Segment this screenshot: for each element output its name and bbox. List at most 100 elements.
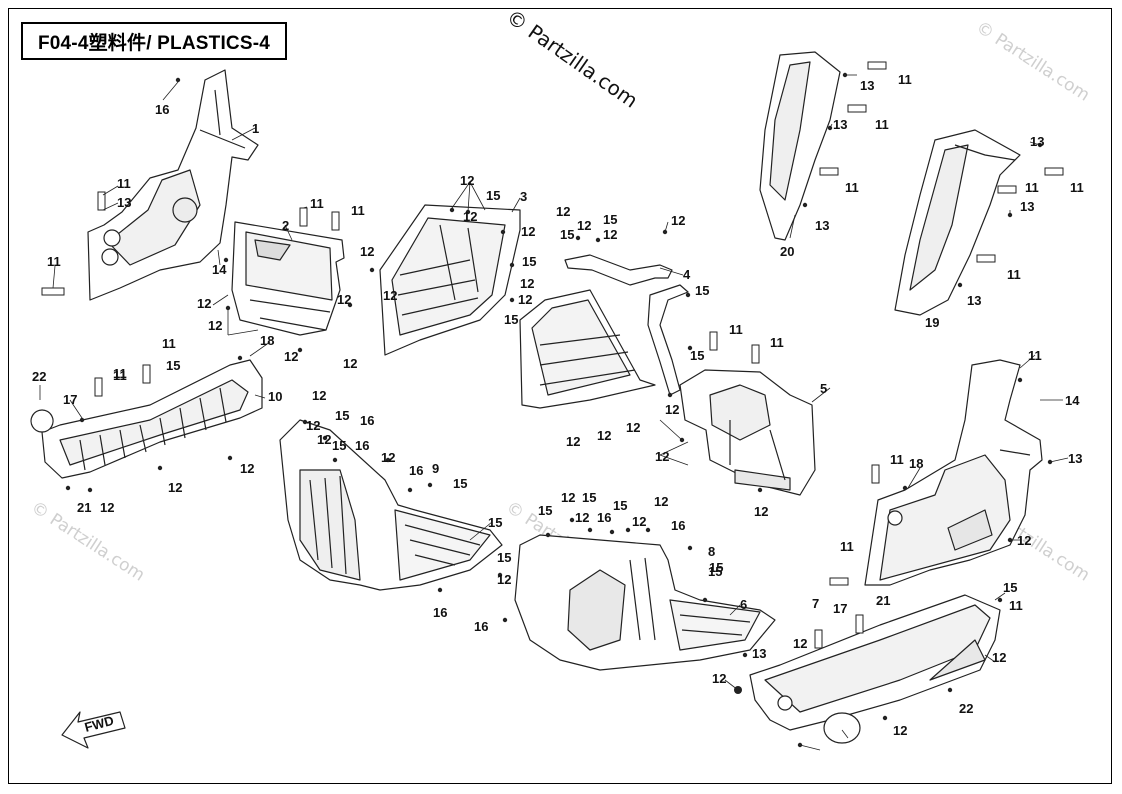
callout-number: 15: [613, 498, 627, 513]
callout-number: 12: [712, 671, 726, 686]
part-3-rear-center-panel: [379, 204, 521, 356]
callout-number: 12: [665, 402, 679, 417]
watermark-faded: © Partzilla.com: [972, 17, 1093, 105]
part-19-front-fender-right: [894, 129, 1021, 316]
callout-number: 6: [740, 597, 747, 612]
callout-number: 16: [433, 605, 447, 620]
callout-number: 9: [432, 461, 439, 476]
callout-number: 12: [893, 723, 907, 738]
callout-number: 16: [671, 518, 685, 533]
callout-number: 11: [729, 322, 743, 337]
callout-number: 3: [520, 189, 527, 204]
callout-number: 12: [343, 356, 357, 371]
callout-number: 12: [197, 296, 211, 311]
callout-number: 12: [632, 514, 646, 529]
callout-number: 16: [597, 510, 611, 525]
callout-number: 15: [708, 564, 722, 579]
callout-number: 15: [695, 283, 709, 298]
callout-number: 12: [671, 213, 685, 228]
watermark-main: © Partzilla.com: [502, 4, 642, 112]
callout-number: 12: [100, 500, 114, 515]
callout-number: 16: [360, 413, 374, 428]
callout-number: 22: [32, 369, 46, 384]
part-20-front-fender: [759, 51, 841, 241]
callout-number: 15: [497, 550, 511, 565]
callout-number: 15: [453, 476, 467, 491]
part-6-right-side-panel: [864, 359, 1043, 586]
callout-number: 18: [260, 333, 274, 348]
callout-number: 11: [770, 335, 784, 350]
callout-number: 11: [47, 254, 61, 269]
callout-number: 12: [463, 209, 477, 224]
callout-number: 12: [337, 292, 351, 307]
callout-number: 21: [77, 500, 91, 515]
callout-number: 12: [306, 418, 320, 433]
callout-number: 1: [252, 121, 259, 136]
callout-number: 21: [876, 593, 890, 608]
callout-number: 13: [860, 78, 874, 93]
callout-number: 13: [1068, 451, 1082, 466]
callout-number: 17: [63, 392, 77, 407]
callout-number: 15: [332, 438, 346, 453]
callout-number: 13: [117, 195, 131, 210]
callout-number: 16: [474, 619, 488, 634]
callout-number: 20: [780, 244, 794, 259]
callout-number: 11: [890, 452, 904, 467]
callout-number: 11: [117, 176, 131, 191]
callout-number: 11: [310, 196, 324, 211]
callout-number: 12: [518, 292, 532, 307]
callout-number: 12: [240, 461, 254, 476]
part-2-left-inner-panel: [231, 221, 345, 336]
callout-number: 12: [626, 420, 640, 435]
callout-number: 15: [504, 312, 518, 327]
part-10-left-rocker-panel: [30, 359, 263, 479]
fwd-arrow-icon: [61, 711, 126, 749]
part-7-right-rocker-panel: [749, 594, 1001, 744]
callout-number: 13: [815, 218, 829, 233]
callout-number: 12: [521, 224, 535, 239]
part-4-bracket: [564, 254, 689, 396]
callout-number: 17: [833, 601, 847, 616]
fastener-marks: [41, 61, 1064, 748]
callout-number: 13: [1030, 134, 1044, 149]
callout-number: 11: [351, 203, 365, 218]
callout-number: 12: [561, 490, 575, 505]
callout-number: 12: [168, 480, 182, 495]
callout-number: 11: [840, 539, 854, 554]
callout-number: 12: [312, 388, 326, 403]
callout-number: 12: [1017, 533, 1031, 548]
callout-number: 15: [335, 408, 349, 423]
callout-number: 12: [284, 349, 298, 364]
callout-number: 11: [113, 368, 127, 383]
callout-number: 15: [690, 348, 704, 363]
callout-number: 15: [486, 188, 500, 203]
callout-number: 11: [1007, 267, 1021, 282]
callout-number: 11: [875, 117, 889, 132]
callout-number: 12: [575, 510, 589, 525]
callout-number: 16: [355, 438, 369, 453]
callout-number: 12: [992, 650, 1006, 665]
callout-number: 16: [155, 102, 169, 117]
callout-number: 15: [166, 358, 180, 373]
callout-number: 18: [909, 456, 923, 471]
callout-number: 14: [1065, 393, 1080, 408]
diagram-frame: [8, 8, 1112, 784]
callout-number: 13: [1020, 199, 1034, 214]
callout-number: 15: [709, 560, 723, 575]
callout-number: 12: [597, 428, 611, 443]
callout-number: 11: [113, 366, 127, 381]
callout-number: 12: [754, 504, 768, 519]
leader-lines: [39, 74, 1069, 751]
callout-number: 14: [212, 262, 227, 277]
callout-number: 7: [812, 596, 819, 611]
callout-number: 12: [556, 204, 570, 219]
callout-number: 15: [582, 490, 596, 505]
callout-number: 5: [820, 381, 827, 396]
callout-number: 15: [1003, 580, 1017, 595]
callout-number: 15: [488, 515, 502, 530]
callout-number: 12: [497, 572, 511, 587]
callout-number: 13: [833, 117, 847, 132]
page-title: F04-4塑料件/ PLASTICS-4: [21, 22, 287, 60]
fwd-label: FWD: [83, 713, 115, 735]
